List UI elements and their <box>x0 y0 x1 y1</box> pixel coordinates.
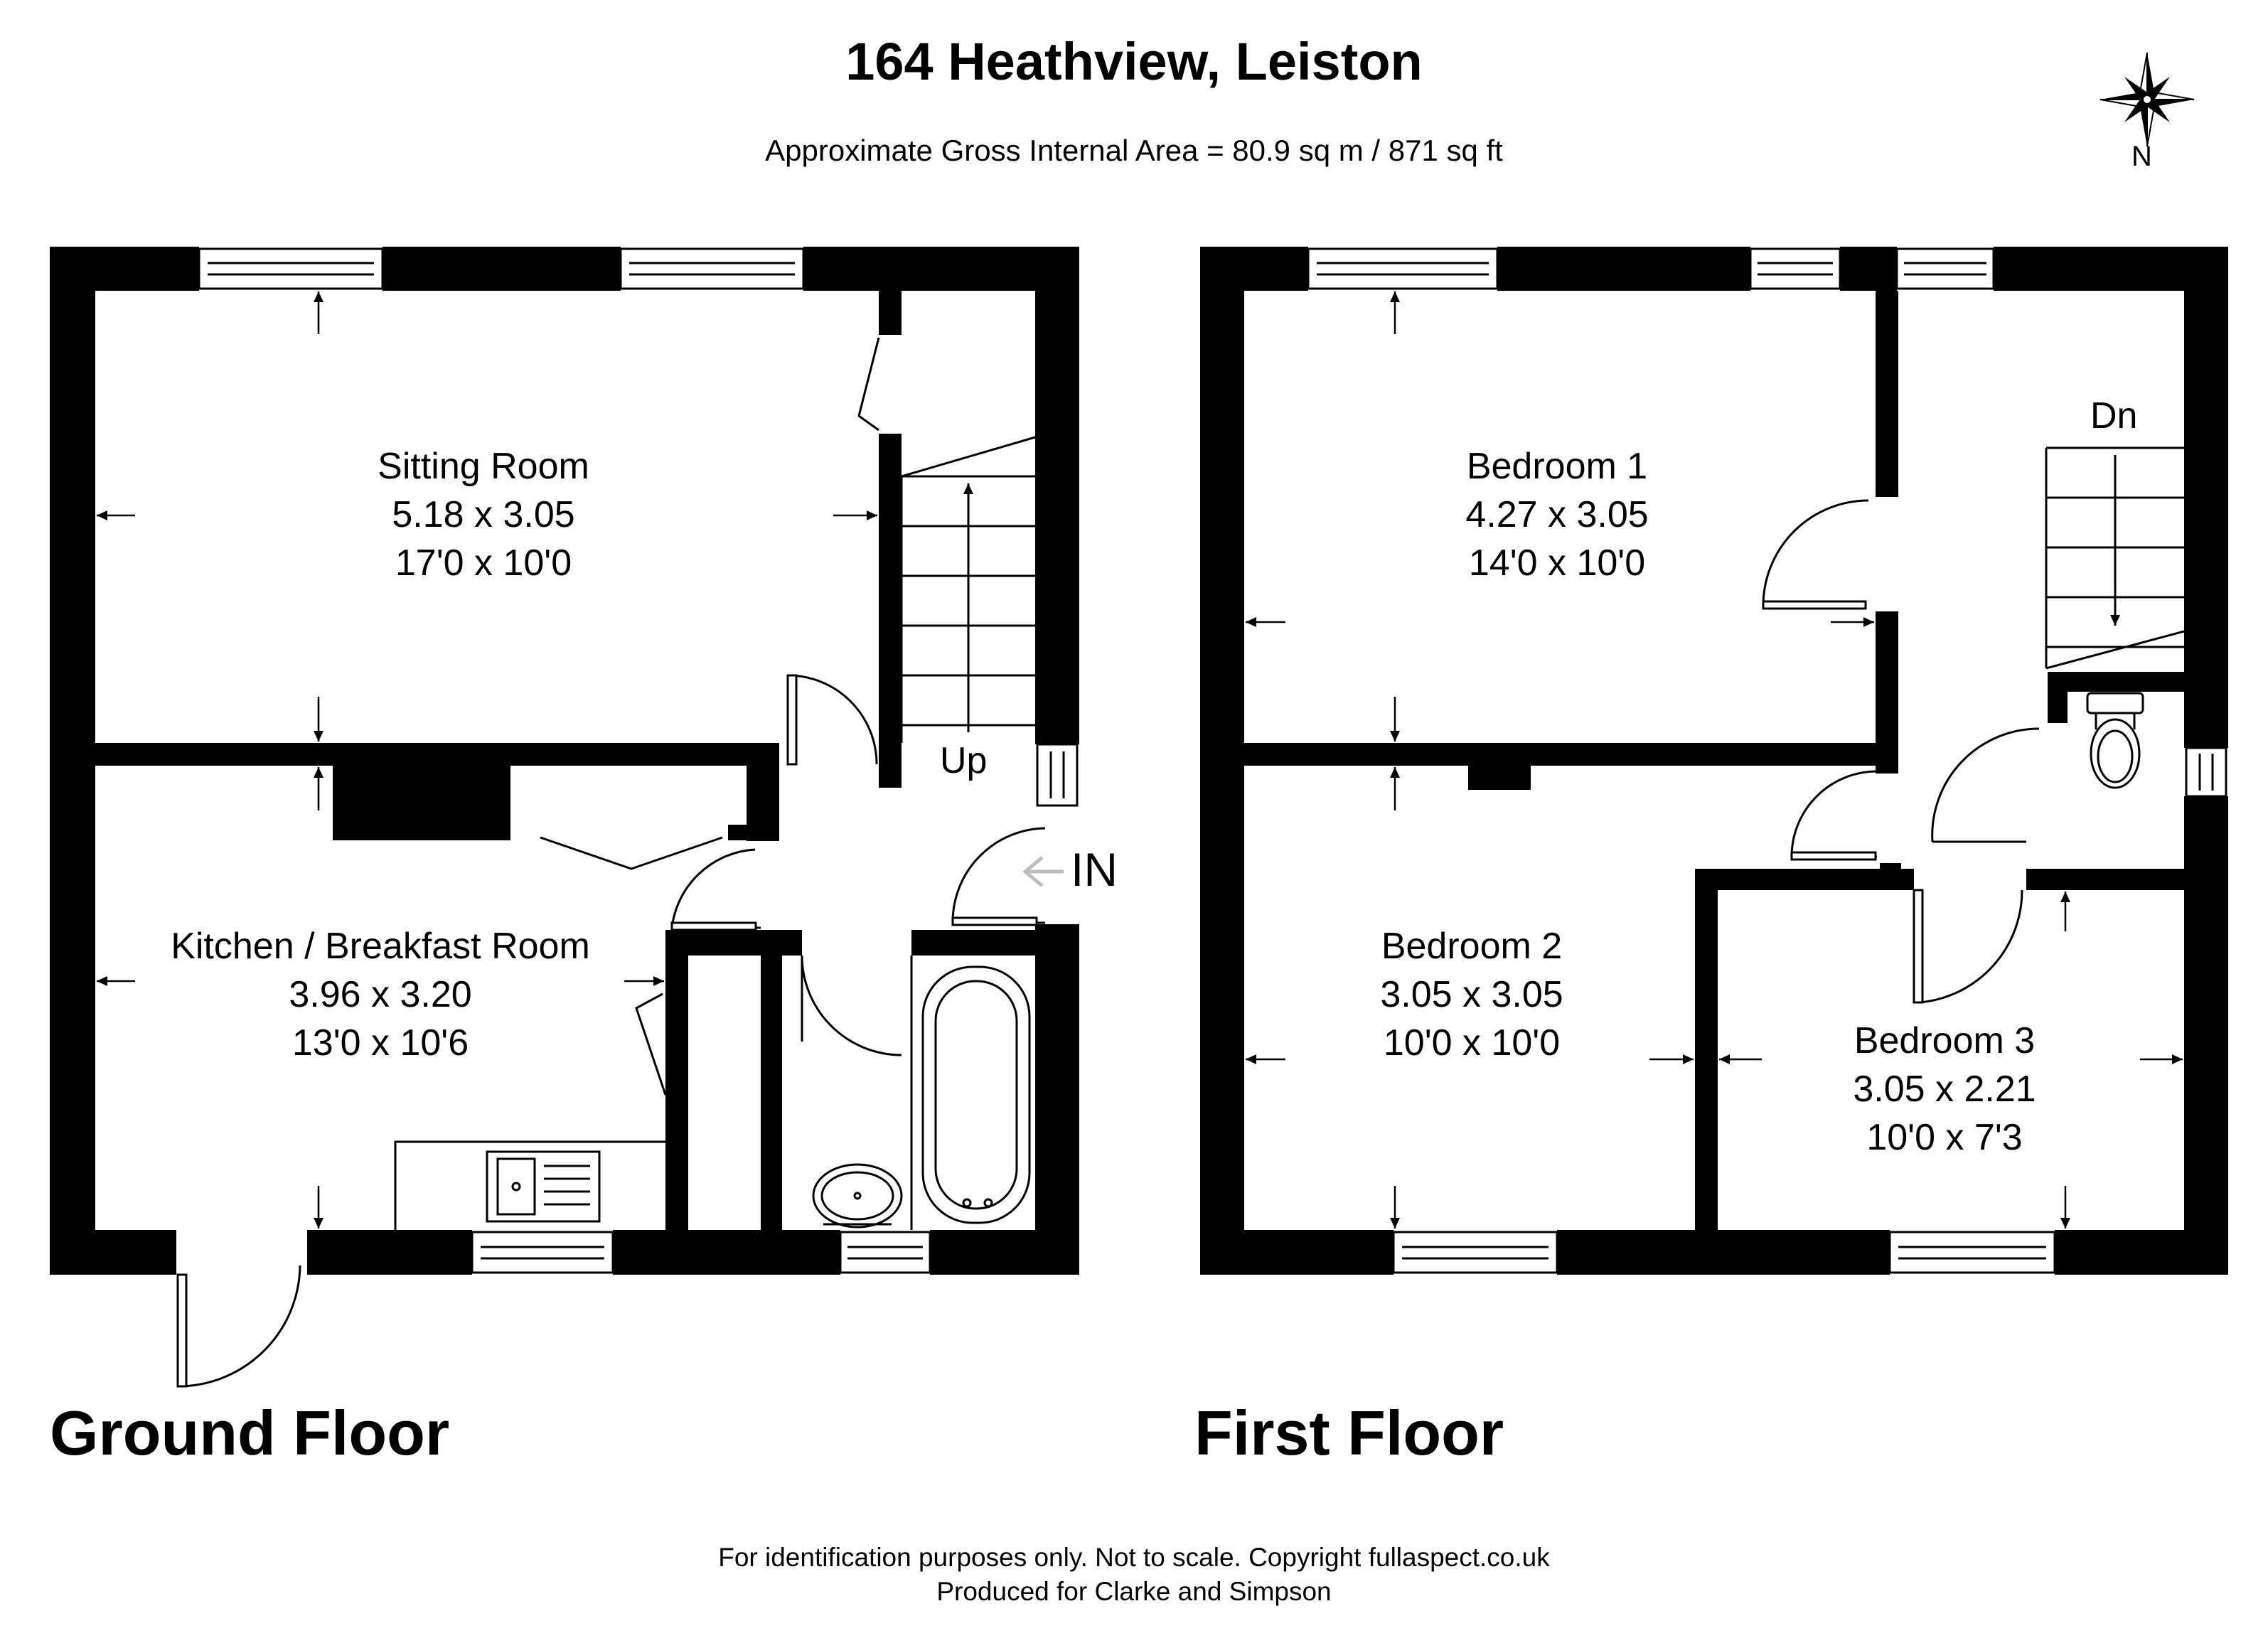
first-floor-plan <box>1200 247 2228 1275</box>
toilet-fixture <box>2086 692 2144 789</box>
kitchen-units <box>394 1140 665 1230</box>
first-doors <box>1762 499 2040 1004</box>
room-imperial-size: 10'0 x 10'0 <box>1383 1022 1561 1064</box>
produced-for-text: Produced for Clarke and Simpson <box>936 1577 1332 1606</box>
room-imperial-size: 14'0 x 10'0 <box>1468 542 1646 584</box>
room-imperial-size: 17'0 x 10'0 <box>395 542 572 584</box>
first-windows <box>1307 247 2227 1274</box>
entrance-label: IN <box>1071 843 1118 896</box>
room-metric-size: 4.27 x 3.05 <box>1465 494 1649 535</box>
room-name: Bedroom 1 <box>1466 446 1648 487</box>
page-title: 164 Heathview, Leiston <box>845 32 1423 91</box>
ground-windows <box>198 247 1079 1274</box>
ground-stairs <box>900 436 1036 743</box>
room-metric-size: 3.05 x 2.21 <box>1853 1069 2036 1110</box>
ground-floor-title: Ground Floor <box>50 1398 450 1468</box>
stairs-down-label: Dn <box>2090 395 2138 437</box>
disclaimer-text: For identification purposes only. Not to… <box>718 1543 1550 1572</box>
ground-floor-walls <box>50 247 1079 1275</box>
first-stairs <box>2045 446 2185 670</box>
room-imperial-size: 13'0 x 10'6 <box>291 1022 469 1064</box>
room-metric-size: 5.18 x 3.05 <box>392 494 575 535</box>
compass-rose-icon <box>2099 52 2195 147</box>
room-label-bedroom-3: Bedroom 3 3.05 x 2.21 10'0 x 7'3 <box>1809 1017 2080 1162</box>
room-metric-size: 3.96 x 3.20 <box>289 974 472 1015</box>
ground-doors <box>176 337 1046 1388</box>
room-imperial-size: 10'0 x 7'3 <box>1866 1117 2023 1158</box>
first-dimension-arrows <box>1246 291 2183 1228</box>
gross-internal-area: Approximate Gross Internal Area = 80.9 s… <box>765 134 1503 167</box>
bathroom-fixtures <box>812 956 1031 1230</box>
entrance-arrow-icon <box>1022 856 1064 887</box>
room-name: Bedroom 3 <box>1854 1020 2036 1061</box>
room-name: Kitchen / Breakfast Room <box>171 926 590 967</box>
stairs-up-label: Up <box>940 740 988 781</box>
room-name: Bedroom 2 <box>1381 926 1563 967</box>
room-label-bedroom-2: Bedroom 2 3.05 x 3.05 10'0 x 10'0 <box>1337 922 1607 1067</box>
north-label: N <box>2131 141 2152 172</box>
room-label-bedroom-1: Bedroom 1 4.27 x 3.05 14'0 x 10'0 <box>1422 442 1692 587</box>
ground-floor-plan <box>50 247 1079 1388</box>
room-metric-size: 3.05 x 3.05 <box>1380 974 1563 1015</box>
ground-dimension-arrows <box>97 291 877 1228</box>
room-name: Sitting Room <box>378 446 589 487</box>
room-label-sitting-room: Sitting Room 5.18 x 3.05 17'0 x 10'0 <box>334 442 633 587</box>
first-floor-walls <box>1200 247 2228 1275</box>
first-floor-title: First Floor <box>1194 1398 1504 1468</box>
room-label-kitchen: Kitchen / Breakfast Room 3.96 x 3.20 13'… <box>139 922 622 1067</box>
